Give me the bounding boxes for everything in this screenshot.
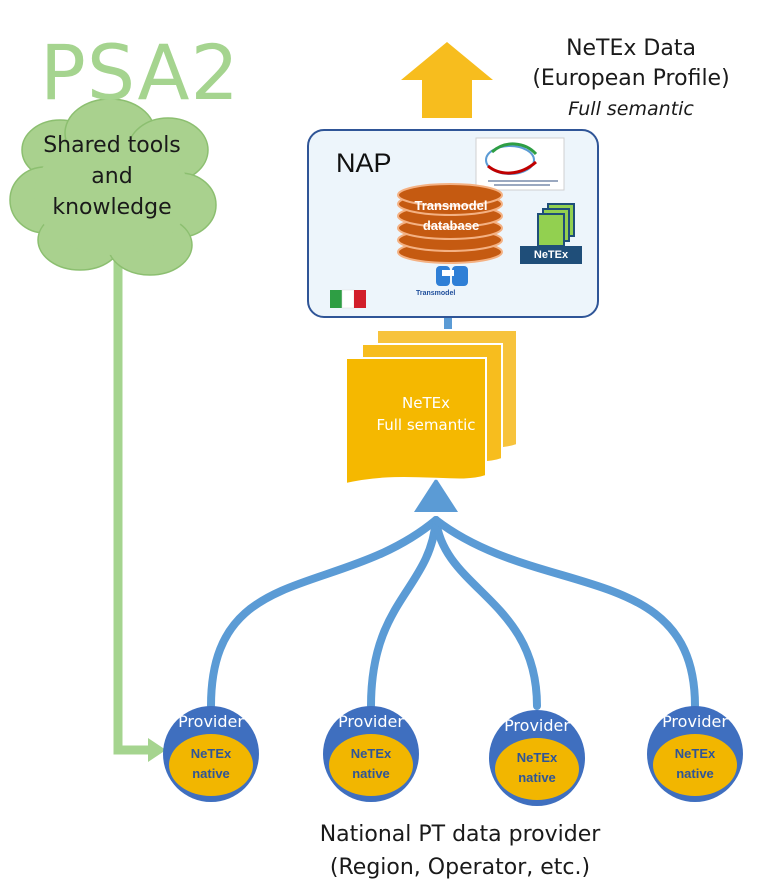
transmodel-database-icon: [397, 183, 503, 264]
output-line-3: Full semantic: [568, 98, 694, 120]
output-line-1: NeTEx Data: [566, 36, 696, 61]
provider-inner-line-2: native: [518, 770, 556, 785]
provider-inner: NeTEx native: [653, 734, 737, 796]
output-arrow: [401, 42, 493, 118]
provider-inner-line-2: native: [676, 766, 714, 781]
psa2-title: PSA2: [40, 28, 240, 117]
provider-node: Provider NeTEx native: [647, 706, 743, 802]
provider-node: Provider NeTEx native: [323, 706, 419, 802]
psa2-connector: [113, 250, 150, 755]
provider-inner-line-1: NeTEx: [674, 746, 716, 761]
italian-flag-icon: [330, 289, 366, 309]
provider-inner: NeTEx native: [329, 734, 413, 796]
provider-label: Provider: [178, 712, 244, 731]
document-line-1: NeTEx: [402, 394, 450, 412]
provider-node: Provider NeTEx native: [163, 706, 259, 802]
provider-arrows-head: [414, 478, 458, 512]
netex-logo-icon: [537, 203, 575, 247]
document-line-2: Full semantic: [376, 416, 476, 434]
cloud-line: Shared tools: [43, 133, 181, 158]
cloud-shape: [9, 98, 217, 276]
output-label: NeTEx Data (European Profile) Full seman…: [506, 34, 756, 124]
document-label: NeTEx Full semantic: [366, 392, 486, 436]
footer-label: National PT data provider (Region, Opera…: [250, 818, 670, 884]
provider-label: Provider: [338, 712, 404, 731]
psa2-connector-arrowhead: [148, 738, 166, 762]
footer-line-2: (Region, Operator, etc.): [329, 855, 591, 880]
provider-node: Provider NeTEx native: [489, 710, 585, 806]
doc-to-nap-connector: [444, 316, 452, 338]
cloud-text: Shared tools and knowledge: [22, 130, 202, 223]
mit-logo: [475, 137, 565, 191]
provider-arrows: [207, 516, 699, 710]
database-label-line-2: database: [422, 218, 480, 233]
database-label: Transmodel database: [396, 196, 506, 236]
cloud-line: knowledge: [52, 195, 172, 220]
provider-label: Provider: [662, 712, 728, 731]
provider-inner-line-2: native: [352, 766, 390, 781]
provider-inner: NeTEx native: [495, 738, 579, 800]
provider-inner-line-1: NeTEx: [516, 750, 558, 765]
transmodel-logo-icon: [436, 266, 468, 286]
netex-document-stack: [345, 329, 518, 486]
provider-inner-line-1: NeTEx: [190, 746, 232, 761]
footer-line-1: National PT data provider: [319, 822, 601, 847]
output-line-2: (European Profile): [532, 66, 730, 91]
provider-inner-line-1: NeTEx: [350, 746, 392, 761]
cloud-line: and: [91, 164, 133, 189]
transmodel-logo-text: Transmodel: [416, 290, 456, 297]
nap-label: NAP: [336, 148, 392, 178]
provider-inner: NeTEx native: [169, 734, 253, 796]
database-label-line-1: Transmodel: [414, 198, 488, 213]
provider-inner-line-2: native: [192, 766, 230, 781]
netex-logo-text: NeTEx: [520, 246, 582, 264]
provider-label: Provider: [504, 716, 570, 735]
